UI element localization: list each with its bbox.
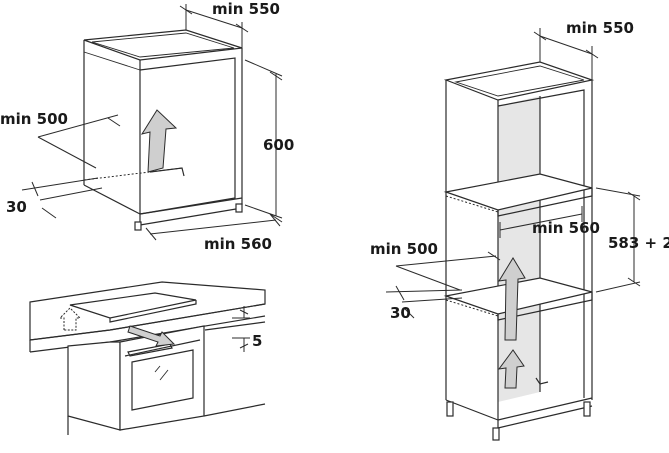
ventilation-arrow-icon xyxy=(140,109,178,173)
tall-niche-height-label: 583 + 2 xyxy=(608,234,669,252)
tall-lower-vent-arrow-icon xyxy=(497,349,525,389)
bottom-left-worktop: 5 xyxy=(29,281,266,435)
tall-depth-label: min 500 xyxy=(370,240,438,258)
top-depth-label: min 500 xyxy=(0,110,68,128)
tall-upper-vent-arrow-icon xyxy=(498,257,526,341)
top-inner-width-label: min 560 xyxy=(204,235,272,253)
oven-side xyxy=(67,341,121,431)
airflow-up-arrow-icon xyxy=(58,307,82,331)
tall-cabinet-top xyxy=(443,61,595,101)
top-gap-label: 30 xyxy=(6,198,27,216)
top-width-label: min 550 xyxy=(212,0,280,18)
clearance-label: 5 xyxy=(252,332,262,350)
tall-gap-label: 30 xyxy=(390,304,411,322)
airflow-out-arrow-icon xyxy=(127,325,176,347)
tall-inner-width-label: min 560 xyxy=(532,219,600,237)
cabinet-top xyxy=(83,29,243,61)
tall-cabinet-lower-shelf xyxy=(443,277,593,315)
top-height-label: 600 xyxy=(263,136,294,154)
oven-window xyxy=(131,349,194,411)
worktop-surface xyxy=(29,281,266,341)
tall-cabinet: min 550 583 + 2 min 560 min 500 30 xyxy=(370,19,669,441)
tall-width-label: min 550 xyxy=(566,19,634,37)
tall-cabinet-upper-shelf xyxy=(443,173,593,211)
top-left-cabinet: min 550 600 min 500 30 min 560 xyxy=(0,0,294,253)
